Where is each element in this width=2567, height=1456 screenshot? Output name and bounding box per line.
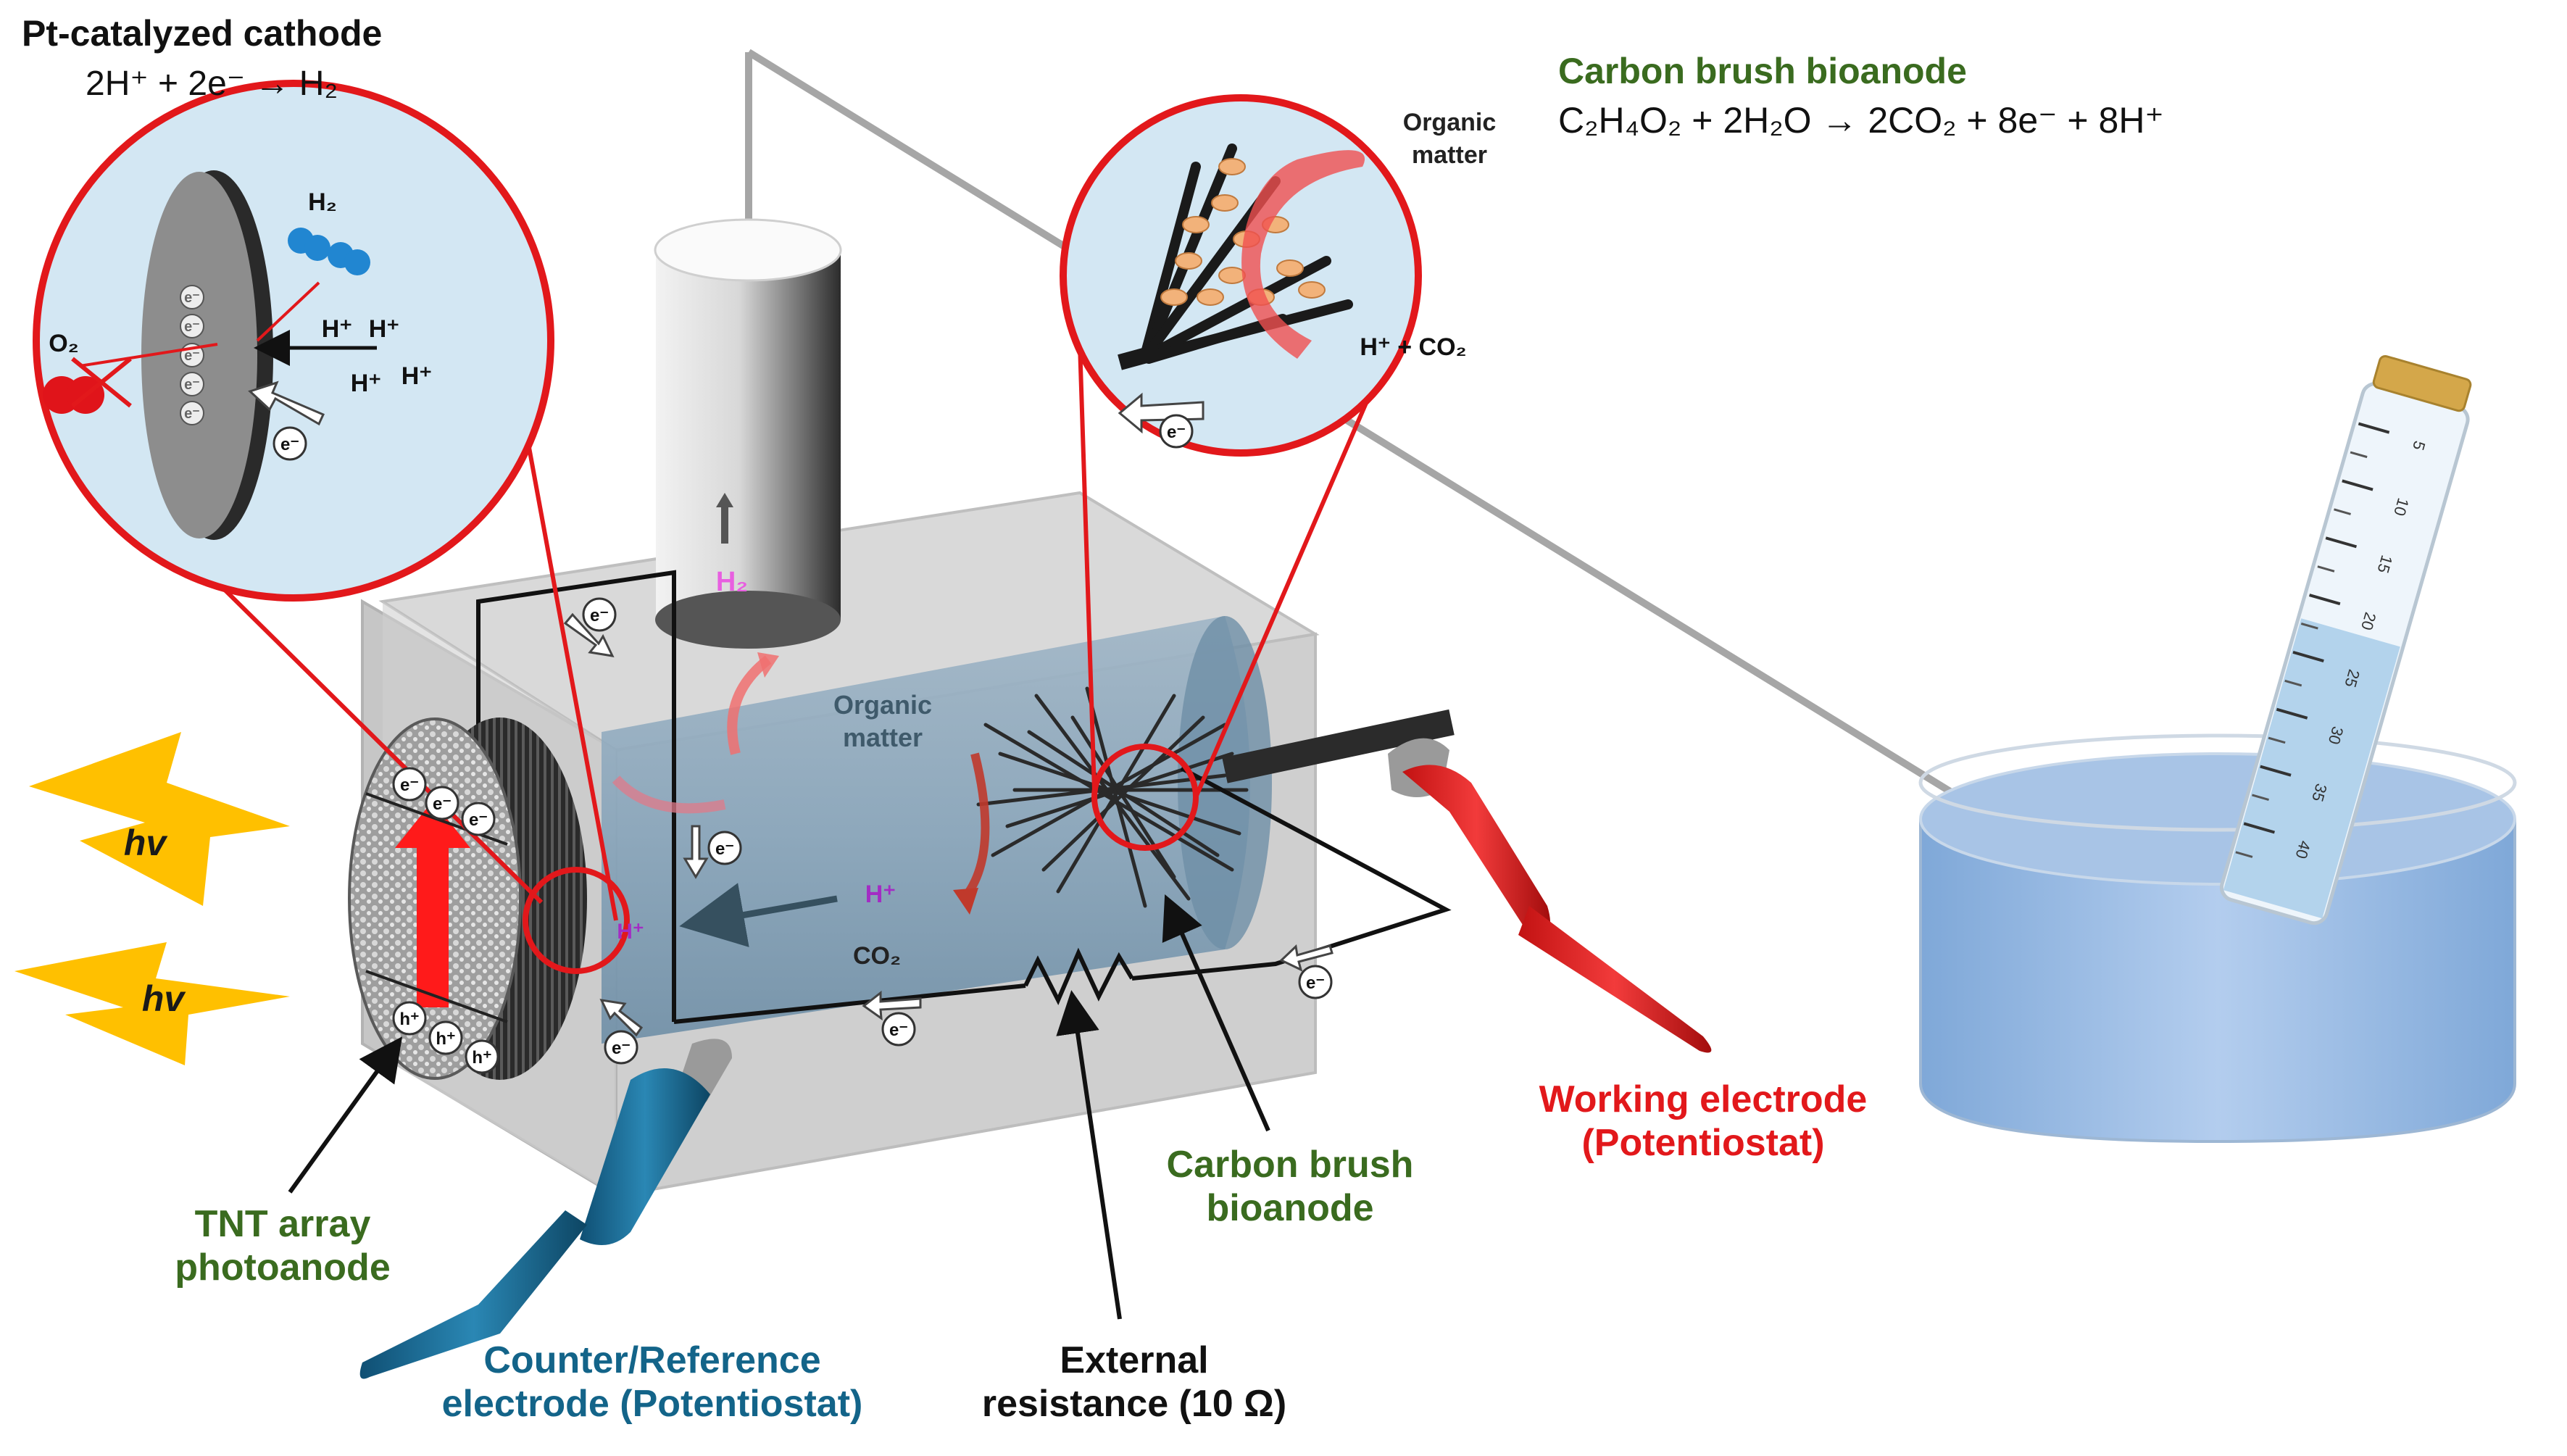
electron-text-mid: e⁻ [715,839,734,859]
beaker [1918,733,2517,1144]
cathode-disk-e5: e⁻ [184,406,200,422]
electron-badges [392,597,1333,1074]
tube-tick [2292,650,2324,662]
cathode-disk-e1: e⁻ [184,290,200,306]
cathode-inset-hplus-3: H⁺ [351,370,382,397]
tnt-label-line1: TNT array [194,1203,371,1245]
hole-text-1: h⁺ [399,1010,419,1029]
bioanode-inset-organic-1: Organic [1403,109,1496,136]
counter-label: Counter/Reference electrode (Potentiosta… [406,1339,899,1426]
tube-minor-tick [2268,736,2286,744]
tube-tick [2309,594,2341,606]
tube-minor-tick [2284,679,2302,687]
electron-arrows [563,612,1334,1037]
bioanode-equation: C₂H₄O₂ + 2H₂O → 2CO₂ + 8e⁻ + 8H⁺ [1558,100,2164,141]
cathode-equation: 2H⁺ + 2e⁻ → H₂ [86,65,338,103]
carbon-brush-graphic [976,686,1249,908]
tube-tick [2260,765,2292,777]
reactor-organic-1: Organic [833,690,932,720]
cathode-inset [33,80,554,602]
carbon-brush-label: Carbon brush bioanode [1116,1144,1464,1231]
reactor-organic-2: matter [843,723,923,752]
tnt-pointer [288,1036,403,1194]
tube-tick [2276,707,2308,720]
cathode-inset-h2: H₂ [308,188,337,216]
reactor-hplus-left: H⁺ [617,920,644,944]
h2-flow-arrow [727,655,772,755]
bioanode-zoom-marker [1091,744,1199,851]
cathode-title: Pt-catalyzed cathode [22,13,383,54]
resistance-pointer [1056,990,1122,1320]
cathode-inset-hplus-1: H⁺ [322,315,353,343]
light-bolt-top [29,732,290,906]
cathode-disk-e3: e⁻ [184,348,200,364]
tube-tick [2243,822,2276,834]
cathode-disk-e2: e⁻ [184,319,200,335]
tube-minor-tick [2252,794,2269,802]
cathode-inset-hplus-4: H⁺ [402,362,433,390]
cathode-disk-e4: e⁻ [184,377,200,393]
brush-pointer [1162,894,1270,1132]
working-electrode-label: Working electrode (Potentiostat) [1507,1078,1899,1165]
brush-rod [1222,709,1455,783]
working-electrode-probe [1388,738,1712,1053]
electron-text-disk-1: e⁻ [400,775,419,795]
tnt-photoanode-graphic [348,717,587,1080]
bioanode-inset-electron: e⁻ [1167,423,1186,442]
cathode-inset-hplus-2: H⁺ [369,315,400,343]
cathode-inset-o2: O₂ [49,330,79,357]
reactor-h2-label: H₂ [716,567,748,597]
electron-text-counter: e⁻ [612,1039,631,1058]
light-bolt-bottom [14,942,290,1065]
reactor-hplus-right: H⁺ [865,881,896,908]
bioanode-title: Carbon brush bioanode [1558,51,1967,91]
tube-minor-tick [2300,623,2318,630]
tube-minor-tick [2235,851,2253,858]
bioanode-inset [1060,94,1422,457]
electron-text-disk-3: e⁻ [469,810,488,830]
reactor-co2-label: CO₂ [853,942,901,970]
electron-text-disk-2: e⁻ [433,794,452,814]
bioanode-inset-organic-2: matter [1412,141,1487,169]
tube-tick [2358,422,2390,434]
bioanode-callout-line-2 [1194,343,1394,799]
electron-text-right: e⁻ [1306,973,1325,993]
external-resistance-line2: resistance (10 Ω) [981,1382,1287,1425]
cathode-zoom-marker [523,867,630,974]
external-resistance-line1: External [1060,1339,1209,1381]
tube-minor-tick [2334,508,2351,515]
co2-flow-arrow [960,752,990,902]
counter-electrode-probe [359,1039,732,1379]
tnt-label: TNT array photoanode [141,1203,424,1290]
electron-text-bottom: e⁻ [889,1020,908,1040]
tube-tick [2325,536,2358,549]
hole-text-2: h⁺ [436,1029,455,1049]
tube-minor-tick [2350,451,2368,459]
carbon-brush-line1: Carbon brush [1166,1144,1414,1186]
h2-collector-cylinder [654,218,842,649]
hole-text-3: h⁺ [472,1048,491,1068]
electron-text-top: e⁻ [590,606,609,625]
cathode-inset-electron: e⁻ [280,435,299,454]
tube-tick [2342,479,2373,491]
counter-label-line1: Counter/Reference [483,1339,821,1381]
external-resistance-label: External resistance (10 Ω) [935,1339,1334,1426]
bioanode-inset-products: H⁺ + CO₂ [1360,333,1466,361]
proton-arrow [679,883,838,947]
working-electrode-line2: (Potentiostat) [1581,1121,1825,1164]
tnt-label-line2: photoanode [175,1246,391,1289]
organic-flow-arrow [612,775,726,814]
hv-label-bottom: hv [142,978,187,1019]
working-electrode-line1: Working electrode [1539,1078,1868,1120]
carbon-brush-line2: bioanode [1206,1186,1374,1229]
counter-label-line2: electrode (Potentiostat) [441,1382,863,1425]
anode-chamber [602,616,1272,1044]
hv-label-top: hv [124,823,169,863]
tube-minor-tick [2317,565,2335,573]
bioanode-callout-line [1078,344,1097,791]
